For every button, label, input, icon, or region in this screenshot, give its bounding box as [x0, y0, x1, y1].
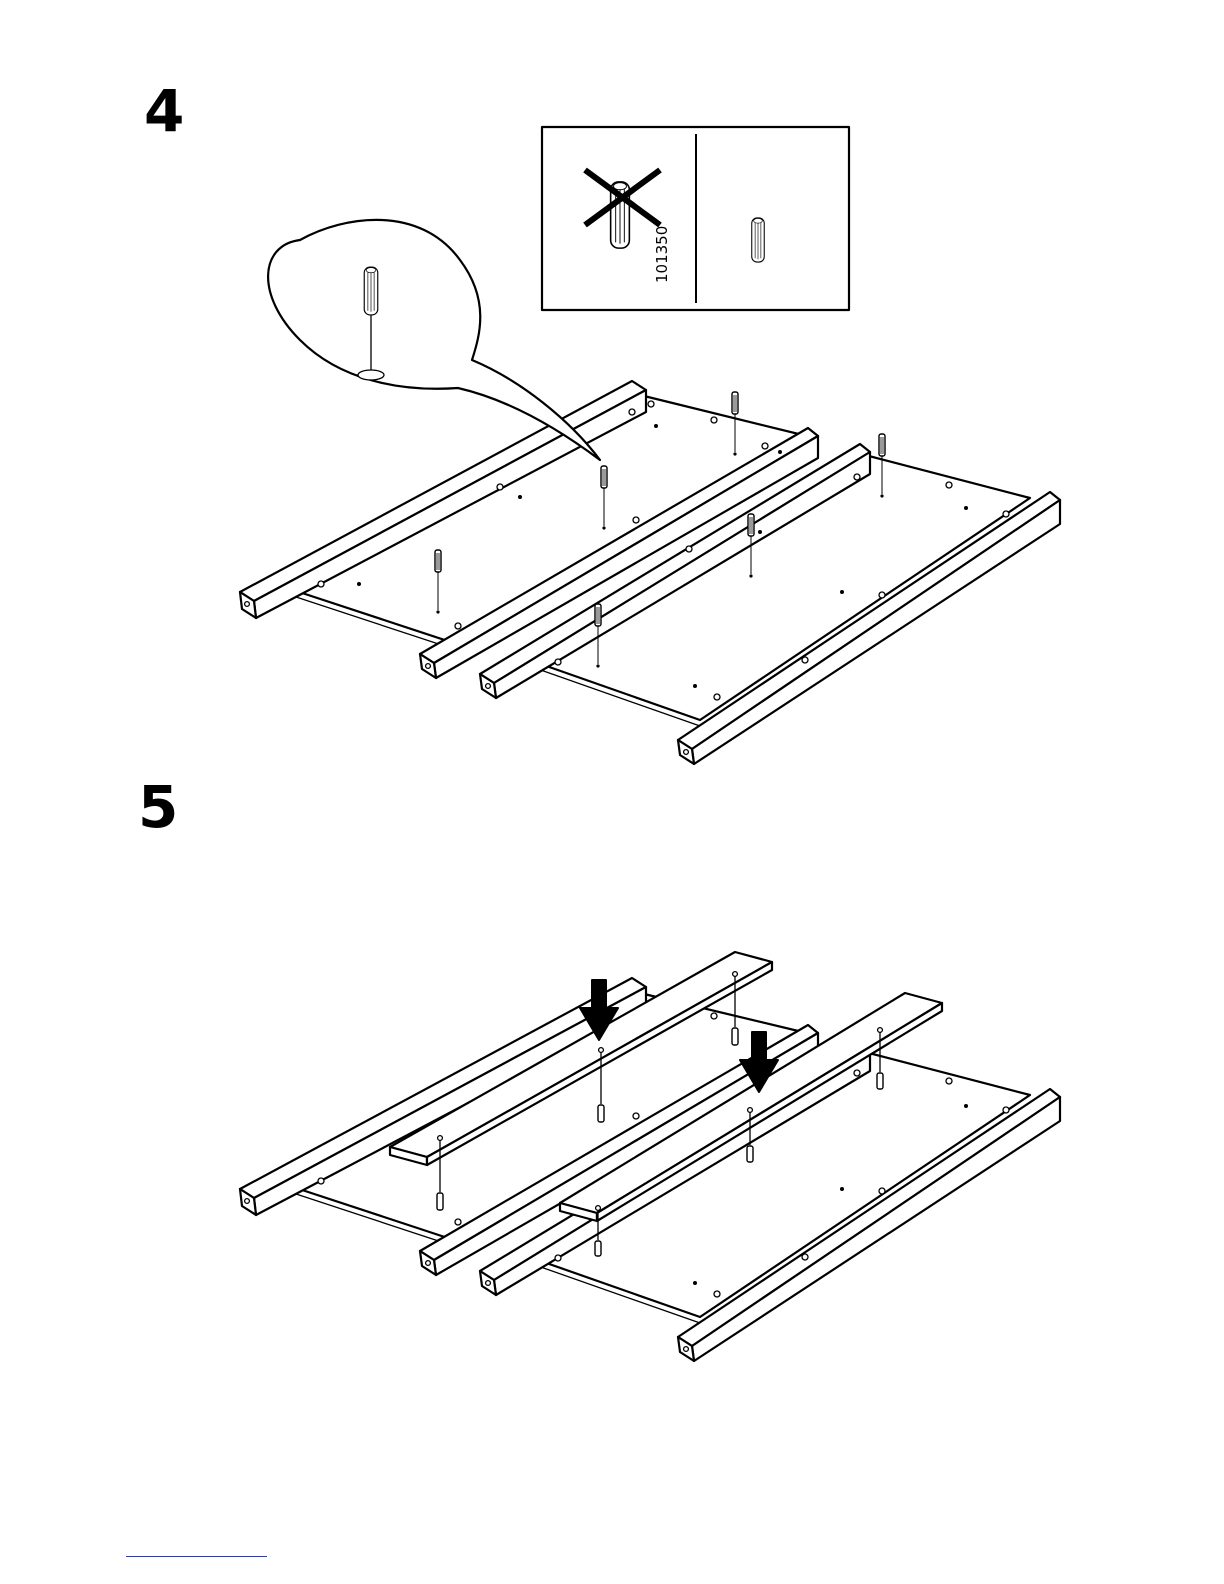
step-5-diagram [240, 952, 1060, 1361]
step-4-diagram: 101350 [240, 127, 1060, 764]
correct-dowel [752, 218, 764, 262]
wrong-part-code: 101350 [653, 226, 671, 283]
footer-rule [126, 1556, 267, 1557]
dowel-comparison-box: 101350 [542, 127, 849, 310]
